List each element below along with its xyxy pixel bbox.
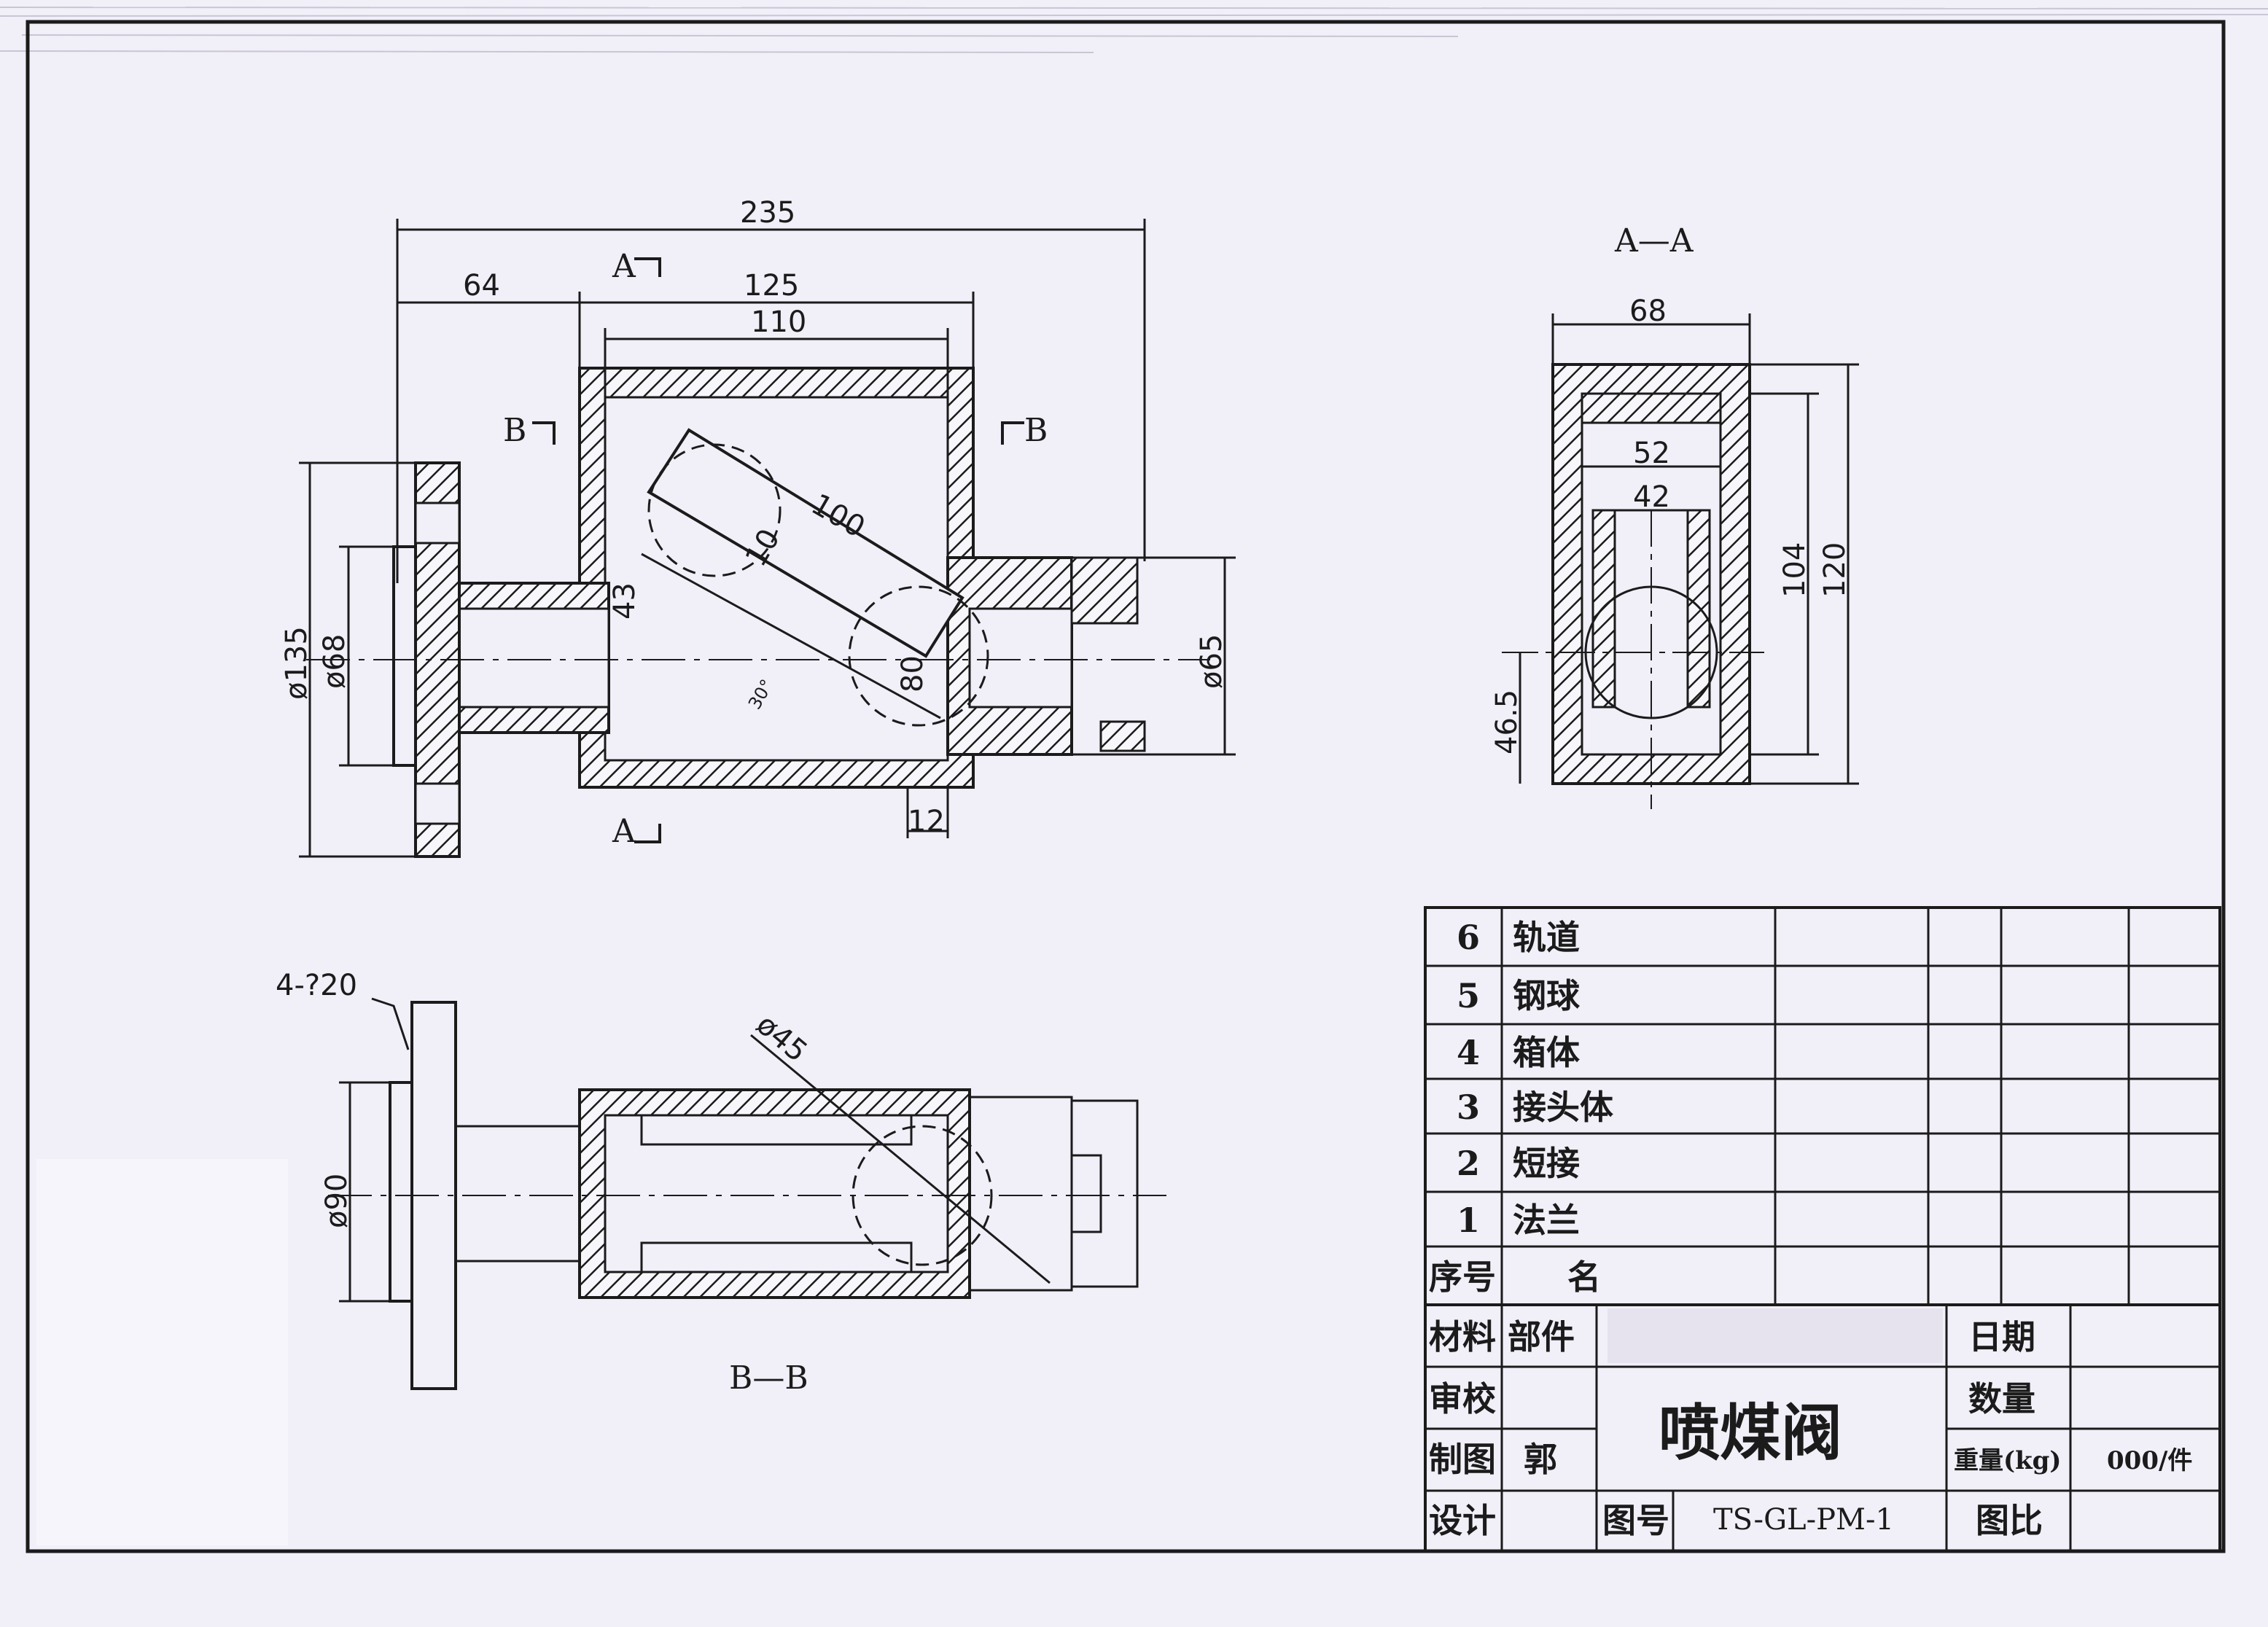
tb-part: 部件 — [1508, 1317, 1575, 1357]
dim-aa-inner-h: 104 — [1778, 542, 1812, 598]
dim-bb-ball-dia: ø45 — [750, 1007, 814, 1069]
bom-header-no: 序号 — [1429, 1257, 1496, 1297]
dim-aa-outer-w: 68 — [1629, 294, 1667, 328]
drawing-title: 喷煤阀 — [1659, 1397, 1842, 1469]
bom-row-name: 短接 — [1513, 1144, 1580, 1183]
drawing-frame — [26, 20, 2226, 1553]
dim-bb-holes: 4-?20 — [276, 969, 357, 1002]
section-aa-title: A—A — [1614, 222, 1694, 260]
tb-design: 设计 — [1429, 1501, 1496, 1540]
main-view — [299, 219, 1236, 858]
tb-date-label: 日期 — [1968, 1317, 2035, 1357]
tb-review: 审校 — [1429, 1379, 1496, 1419]
dim-bb-hub-dia: ø90 — [320, 1174, 354, 1228]
tb-material: 材料 — [1429, 1317, 1496, 1357]
bom-row-name: 箱体 — [1513, 1033, 1580, 1072]
bom-row-no: 3 — [1457, 1088, 1480, 1127]
section-bb-view — [328, 997, 1166, 1390]
bom-row-no: 2 — [1457, 1144, 1480, 1183]
cut-b-left-label: B — [503, 412, 526, 449]
section-bb-title: B—B — [729, 1359, 808, 1397]
bom-row-no: 5 — [1457, 976, 1480, 1015]
dim-box-inner: 110 — [751, 305, 806, 339]
bom-row-no: 6 — [1457, 918, 1480, 957]
dim-wall-12: 12 — [908, 805, 945, 838]
bom-row-no: 4 — [1457, 1033, 1480, 1072]
scan-patch — [36, 1159, 288, 1545]
tb-drawn: 制图 — [1429, 1440, 1496, 1479]
dim-flange-length: 64 — [463, 269, 500, 303]
tb-drawn-by: 郭 — [1524, 1440, 1557, 1479]
tb-weight-label: 重量(kg) — [1954, 1446, 2062, 1475]
dim-total-length: 235 — [740, 196, 795, 230]
dim-aa-center-h: 46.5 — [1490, 690, 1524, 754]
tb-scale-label: 图比 — [1976, 1501, 2043, 1540]
bom-row-name: 法兰 — [1513, 1201, 1580, 1240]
dim-flange-bore: ø68 — [318, 634, 351, 689]
dim-offset-80: 80 — [896, 655, 930, 692]
dim-aa-inner-w: 52 — [1633, 437, 1670, 470]
title-block — [1424, 1303, 2221, 1553]
cut-a-bottom-label: A — [612, 813, 636, 850]
dim-aa-outer-h: 120 — [1818, 542, 1852, 598]
tb-qty-label: 数量 — [1968, 1379, 2035, 1419]
tb-drawing-no: TS-GL-PM-1 — [1713, 1503, 1894, 1537]
dim-outlet-dia: ø65 — [1195, 634, 1228, 689]
section-aa-labels: A—A 68 52 42 104 120 46.5 — [1490, 222, 1852, 754]
bom-row-name: 钢球 — [1513, 976, 1581, 1015]
tb-weight-value: 000/件 — [2107, 1446, 2192, 1475]
dim-offset-43: 43 — [608, 582, 642, 620]
bom-row-name: 轨道 — [1513, 918, 1580, 957]
cut-b-right-label: B — [1024, 412, 1048, 449]
cut-a-top-label: A — [612, 248, 636, 285]
tb-drawing-no-label: 图号 — [1602, 1501, 1669, 1540]
blurred-field — [1608, 1308, 1943, 1363]
bom-header-name: 名 — [1567, 1257, 1601, 1297]
bom-row-no: 1 — [1457, 1201, 1480, 1240]
scan-noise — [0, 7, 2268, 53]
title-block-text: 材料 部件 审校 制图 郭 设计 喷煤阀 图号 TS-GL-PM-1 日期 数量… — [1429, 1317, 2192, 1540]
bom-row-name: 接头体 — [1513, 1088, 1613, 1127]
dim-aa-ball-w: 42 — [1633, 480, 1670, 514]
section-aa-view — [1502, 313, 1859, 809]
bom-rows: 6 轨道 5 钢球 4 箱体 3 接头体 2 短接 1 法兰 序号 名 — [1429, 918, 1613, 1297]
dim-flange-od: ø135 — [280, 626, 313, 700]
dim-box-outer: 125 — [744, 269, 799, 303]
